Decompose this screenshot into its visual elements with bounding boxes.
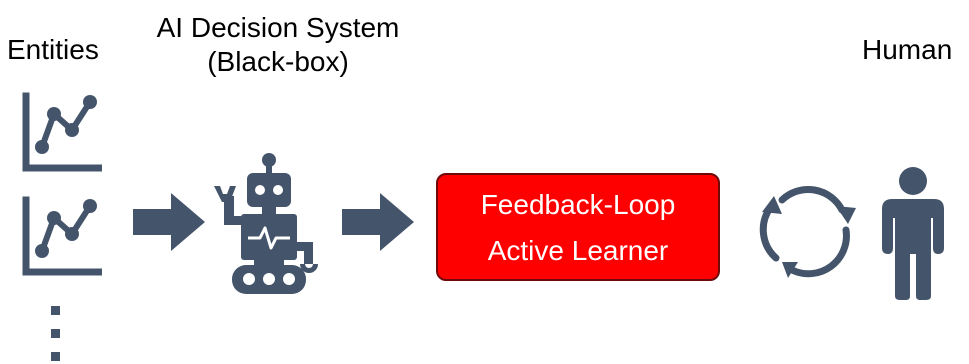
line-chart-icon [22,92,102,172]
ai-system-subtitle: (Black-box) [207,46,349,77]
robot-icon [214,153,318,294]
feedback-loop-active-learner-box: Feedback-Loop Active Learner [436,173,720,281]
person-icon [882,167,944,300]
entities-label: Entities [7,34,99,65]
line-chart-icon [22,196,102,276]
learner-label-line-2: Active Learner [487,235,669,266]
cycle-arrows-icon [759,185,856,278]
right-arrow-icon [133,193,205,251]
ai-system-title: AI Decision System [156,12,400,43]
learner-label-line-1: Feedback-Loop [480,189,676,220]
human-label: Human [862,34,953,65]
right-arrow-icon [342,193,414,251]
vertical-ellipsis-icon [51,306,60,361]
